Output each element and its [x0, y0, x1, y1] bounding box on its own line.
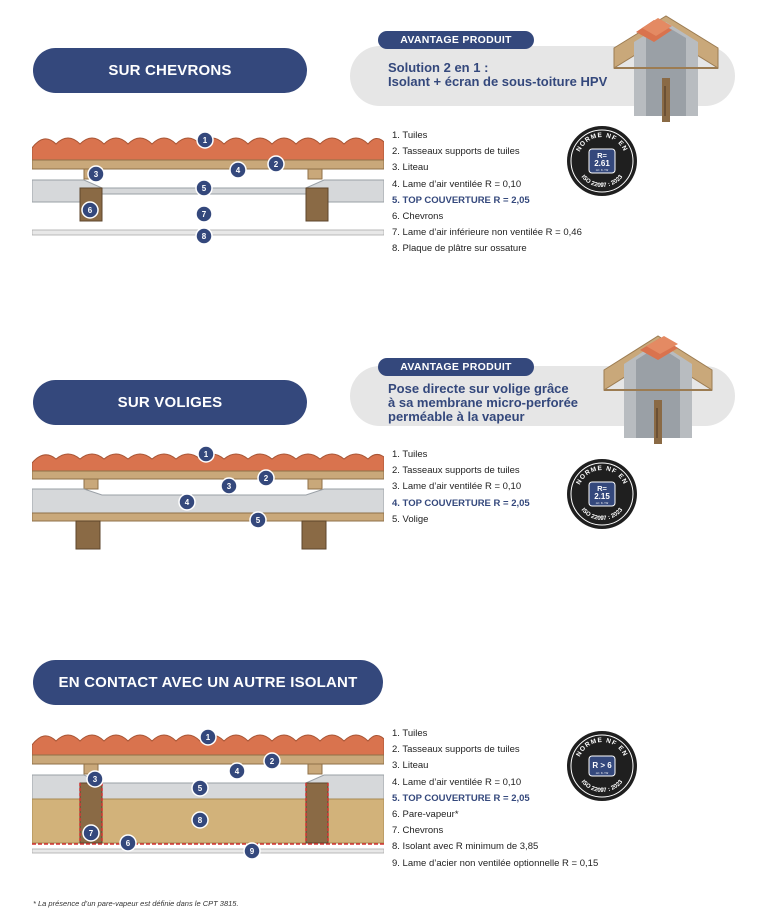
marker-4 [228, 762, 246, 780]
legend-item-highlight: 4. TOP COUVERTURE R = 2,05 [392, 497, 530, 509]
footnote: * La présence d’un pare-vapeur est défin… [33, 899, 239, 908]
norme-seal: NORME NF EN ISO 22097 : 2023 R= 2.61 m².… [567, 126, 637, 196]
svg-text:m². K / W: m². K / W [596, 771, 609, 775]
marker-9 [243, 842, 261, 860]
legend-list: 1. Tuiles 2. Tasseaux supports de tuiles… [392, 447, 530, 528]
legend-item: 7. Chevrons [392, 825, 444, 837]
legend-item: 1. Tuiles [392, 130, 428, 141]
marker-label: 2 [270, 757, 275, 766]
legend-item: 2. Tasseaux supports de tuiles [392, 146, 520, 158]
section-sur-voliges: SUR VOLIGES AVANTAGE PRODUIT Pose direct… [0, 330, 768, 570]
legend-item: 4. Lame d’air ventilée R = 0,10 [392, 776, 522, 788]
svg-text:R > 6: R > 6 [592, 761, 612, 770]
marker-2 [263, 752, 281, 770]
marker-label: 3 [93, 775, 98, 784]
roof-cutaway-illustration [603, 335, 713, 444]
legend-item: 5. Volige [392, 513, 429, 525]
marker-2 [257, 469, 275, 487]
legend-item-highlight: 5. TOP COUVERTURE R = 2,05 [392, 194, 530, 206]
marker-7 [82, 824, 100, 842]
marker-label: 7 [89, 829, 94, 838]
marker-label: 6 [88, 206, 93, 215]
marker-label: 5 [202, 184, 207, 193]
marker-label: 9 [250, 847, 255, 856]
diagram-markers: 1 2 3 4 5 6 7 8 [81, 131, 285, 245]
advantage-badge: AVANTAGE PRODUIT [378, 358, 534, 376]
norme-seal: NORME NF EN ISO 22097 : 2023 R= 2.15 m².… [567, 459, 637, 529]
legend-item: 3. Liteau [392, 760, 429, 772]
marker-4 [229, 161, 247, 179]
marker-1 [197, 445, 215, 463]
marker-8 [191, 811, 209, 829]
marker-label: 3 [94, 170, 99, 179]
marker-label: 4 [185, 498, 190, 507]
diagram-markers: 1 2 3 4 5 6 7 8 9 [82, 728, 281, 860]
advantage-text: Solution 2 en 1 : Isolant + écran de sou… [388, 60, 608, 89]
marker-label: 1 [206, 733, 211, 742]
marker-7 [195, 205, 213, 223]
legend-list: 1. Tuiles 2. Tasseaux supports de tuiles… [392, 726, 598, 872]
roof-cross-section-diagram [32, 453, 384, 550]
legend-item: 3. Lame d’air ventilée R = 0,10 [392, 481, 522, 493]
legend-item: 8. Plaque de plâtre sur ossature [392, 243, 527, 255]
marker-label: 1 [203, 136, 208, 145]
roof-cutaway-illustration [613, 15, 719, 122]
diagram-markers: 1 2 3 4 5 [178, 445, 275, 529]
marker-label: 2 [274, 160, 279, 169]
marker-label: 6 [126, 839, 131, 848]
marker-3 [87, 165, 105, 183]
marker-label: 1 [204, 450, 209, 459]
marker-label: 3 [227, 482, 232, 491]
section-en-contact: EN CONTACT AVEC UN AUTRE ISOLANT 1 [0, 655, 768, 885]
section-title: EN CONTACT AVEC UN AUTRE ISOLANT [33, 660, 383, 705]
legend-item: 6. Chevrons [392, 211, 444, 223]
marker-5 [249, 511, 267, 529]
legend-item: 4. Lame d’air ventilée R = 0,10 [392, 178, 522, 190]
marker-label: 5 [256, 516, 261, 525]
marker-2 [267, 155, 285, 173]
section-sur-chevrons: SUR CHEVRONS AVANTAGE PRODUIT Solution 2… [0, 0, 768, 300]
marker-5 [195, 179, 213, 197]
advantage-text: Pose directe sur volige grâce à sa membr… [388, 381, 579, 424]
legend-item: 9. Lame d’acier non ventilée optionnelle… [392, 857, 599, 869]
marker-label: 4 [236, 166, 241, 175]
legend-item: 6. Pare-vapeur* [392, 809, 459, 821]
svg-text:2.15: 2.15 [594, 492, 610, 501]
legend-item: 8. Isolant avec R minimum de 3,85 [392, 841, 539, 853]
legend-item: 1. Tuiles [392, 449, 428, 460]
marker-6 [81, 201, 99, 219]
marker-6 [119, 834, 137, 852]
advantage-badge: AVANTAGE PRODUIT [378, 31, 534, 49]
svg-text:R=: R= [597, 484, 607, 493]
legend-item: 3. Liteau [392, 162, 429, 174]
marker-5 [191, 779, 209, 797]
svg-text:R=: R= [597, 151, 607, 160]
marker-label: 7 [202, 210, 207, 219]
legend-item: 2. Tasseaux supports de tuiles [392, 465, 520, 477]
marker-label: 2 [264, 474, 269, 483]
svg-text:2.61: 2.61 [594, 159, 610, 168]
section-title: SUR VOLIGES [33, 380, 307, 425]
legend-item: 7. Lame d’air inférieure non ventilée R … [392, 227, 582, 239]
marker-4 [178, 493, 196, 511]
marker-8 [195, 227, 213, 245]
legend-item-highlight: 5. TOP COUVERTURE R = 2,05 [392, 792, 530, 804]
marker-3 [86, 770, 104, 788]
marker-label: 5 [198, 784, 203, 793]
svg-text:m². K / W: m². K / W [596, 168, 609, 172]
marker-label: 4 [235, 767, 240, 776]
legend-list: 1. Tuiles 2. Tasseaux supports de tuiles… [392, 128, 582, 258]
marker-1 [196, 131, 214, 149]
norme-seal: NORME NF EN ISO 22097 : 2023 R > 6 m². K… [567, 731, 637, 801]
svg-text:m². K / W: m². K / W [596, 501, 609, 505]
marker-label: 8 [198, 816, 203, 825]
legend-item: 2. Tasseaux supports de tuiles [392, 744, 520, 756]
legend-item: 1. Tuiles [392, 728, 428, 739]
marker-3 [220, 477, 238, 495]
section-title: SUR CHEVRONS [33, 48, 307, 93]
marker-1 [199, 728, 217, 746]
marker-label: 8 [202, 232, 207, 241]
